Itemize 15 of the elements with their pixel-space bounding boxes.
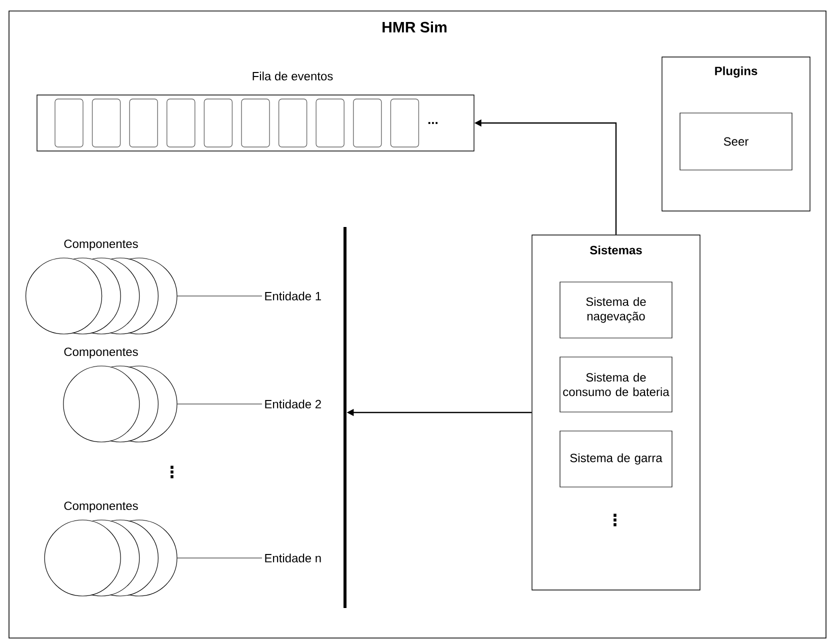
event-queue: ... <box>36 94 474 152</box>
process-box: Sistema de garra <box>560 430 672 488</box>
frame-heading: HMR Sim <box>382 22 446 32</box>
ellipsis-mark: ⋮ <box>170 466 174 478</box>
process-box: Seer <box>680 112 792 170</box>
entity-label: Entidade 2 <box>265 400 321 408</box>
process-box: Sistema de consumo de bateria <box>560 356 672 412</box>
entity-label: Entidade 1 <box>265 292 321 300</box>
stack-label: Componentes <box>64 240 138 250</box>
queue-label: Fila de eventos <box>252 72 333 80</box>
process-box: Sistema de nagevação <box>560 282 672 338</box>
stack-label: Componentes <box>64 502 138 512</box>
entity-label: Entidade n <box>265 554 321 562</box>
ellipsis-mark: ⋮ <box>614 514 616 526</box>
stack-label: Componentes <box>64 348 138 358</box>
